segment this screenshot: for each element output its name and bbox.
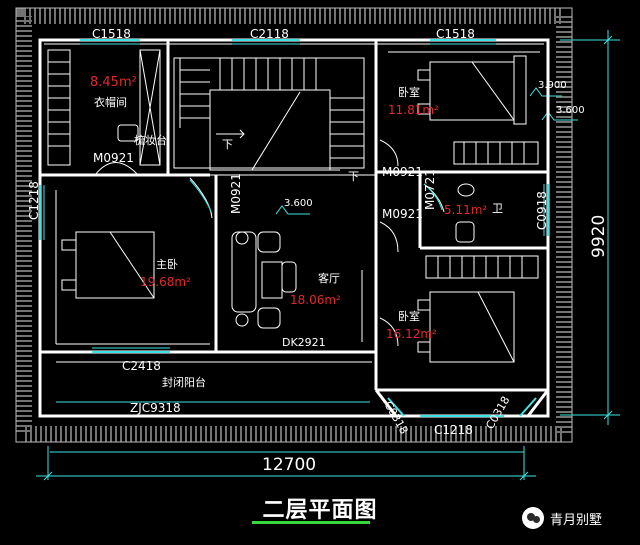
dimension-lines (36, 30, 620, 481)
bath-area: 5.11m² (444, 203, 487, 217)
window-label-corner-right: C0318 (483, 394, 512, 431)
door-label-bed-ne: M0921 (382, 165, 423, 179)
brand-name: 青月别墅 (550, 512, 603, 528)
room-labels: 8.45m² 衣帽间 梳妆台 主卧 19.68m² 客厅 18.06m² 卧室 … (90, 75, 503, 389)
cloakroom-area: 8.45m² (90, 75, 137, 90)
window-labels: C1518 C2118 C1518 C1218 C0918 C2418 ZJC9… (27, 27, 549, 437)
eave-outline (15, 7, 573, 443)
master-area: 19.68m² (140, 275, 191, 289)
brand-watermark: 青月别墅 (522, 507, 602, 529)
door-swings-cyan (189, 179, 443, 215)
bed-se-area: 16.12m² (386, 327, 437, 341)
staircase (173, 57, 365, 171)
window-label-top-right: C1518 (436, 27, 475, 41)
window-label-master: C2418 (122, 359, 161, 373)
door-label-cloak: M0921 (93, 151, 134, 165)
door-label-bed-se: M0921 (382, 207, 423, 221)
door-labels: M0921 M0921 M0921 M0721 M0921 DK2921 (93, 151, 437, 349)
title-underline (252, 521, 370, 524)
stair-down-label-2: 下 (348, 170, 359, 183)
height-dimension: 9920 (589, 215, 609, 258)
bed-se-name: 卧室 (398, 309, 420, 323)
window-label-top-left: C1518 (92, 27, 131, 41)
vanity-label: 梳妆台 (134, 133, 167, 147)
elevation-3600-center: 3.600 (284, 198, 313, 209)
wechat-logo-icon (522, 507, 544, 529)
window-label-right: C0918 (535, 191, 549, 230)
drawing-title: 二层平面图 (262, 498, 378, 523)
dimension-labels: 12700 9920 3.900 3.600 3.600 (262, 80, 609, 475)
door-label-bath: M0721 (423, 169, 437, 210)
window-label-left: C1218 (27, 181, 41, 220)
doors (94, 139, 445, 347)
balcony-name: 封闭阳台 (162, 375, 206, 389)
elevation-3900: 3.900 (538, 80, 567, 91)
width-dimension: 12700 (262, 455, 316, 475)
roof-eave-hatch (16, 8, 572, 442)
living-area: 18.06m² (290, 293, 341, 307)
bed-ne-area: 11.81m² (388, 103, 439, 117)
window-label-bay: C1218 (434, 423, 473, 437)
furniture (47, 49, 539, 363)
elevation-3600-right: 3.600 (556, 105, 585, 116)
cloakroom-name: 衣帽间 (94, 95, 127, 109)
stair-down-label-1: 下 (222, 138, 233, 151)
master-name: 主卧 (156, 258, 178, 271)
living-name: 客厅 (318, 271, 340, 285)
window-label-balcony: ZJC9318 (130, 401, 181, 415)
bath-name: 卫 (492, 202, 503, 215)
bed-ne-name: 卧室 (398, 85, 420, 99)
door-label-living: DK2921 (282, 336, 326, 349)
door-label-master: M0921 (229, 173, 243, 214)
windows (39, 39, 549, 417)
window-label-top-center: C2118 (250, 27, 289, 41)
